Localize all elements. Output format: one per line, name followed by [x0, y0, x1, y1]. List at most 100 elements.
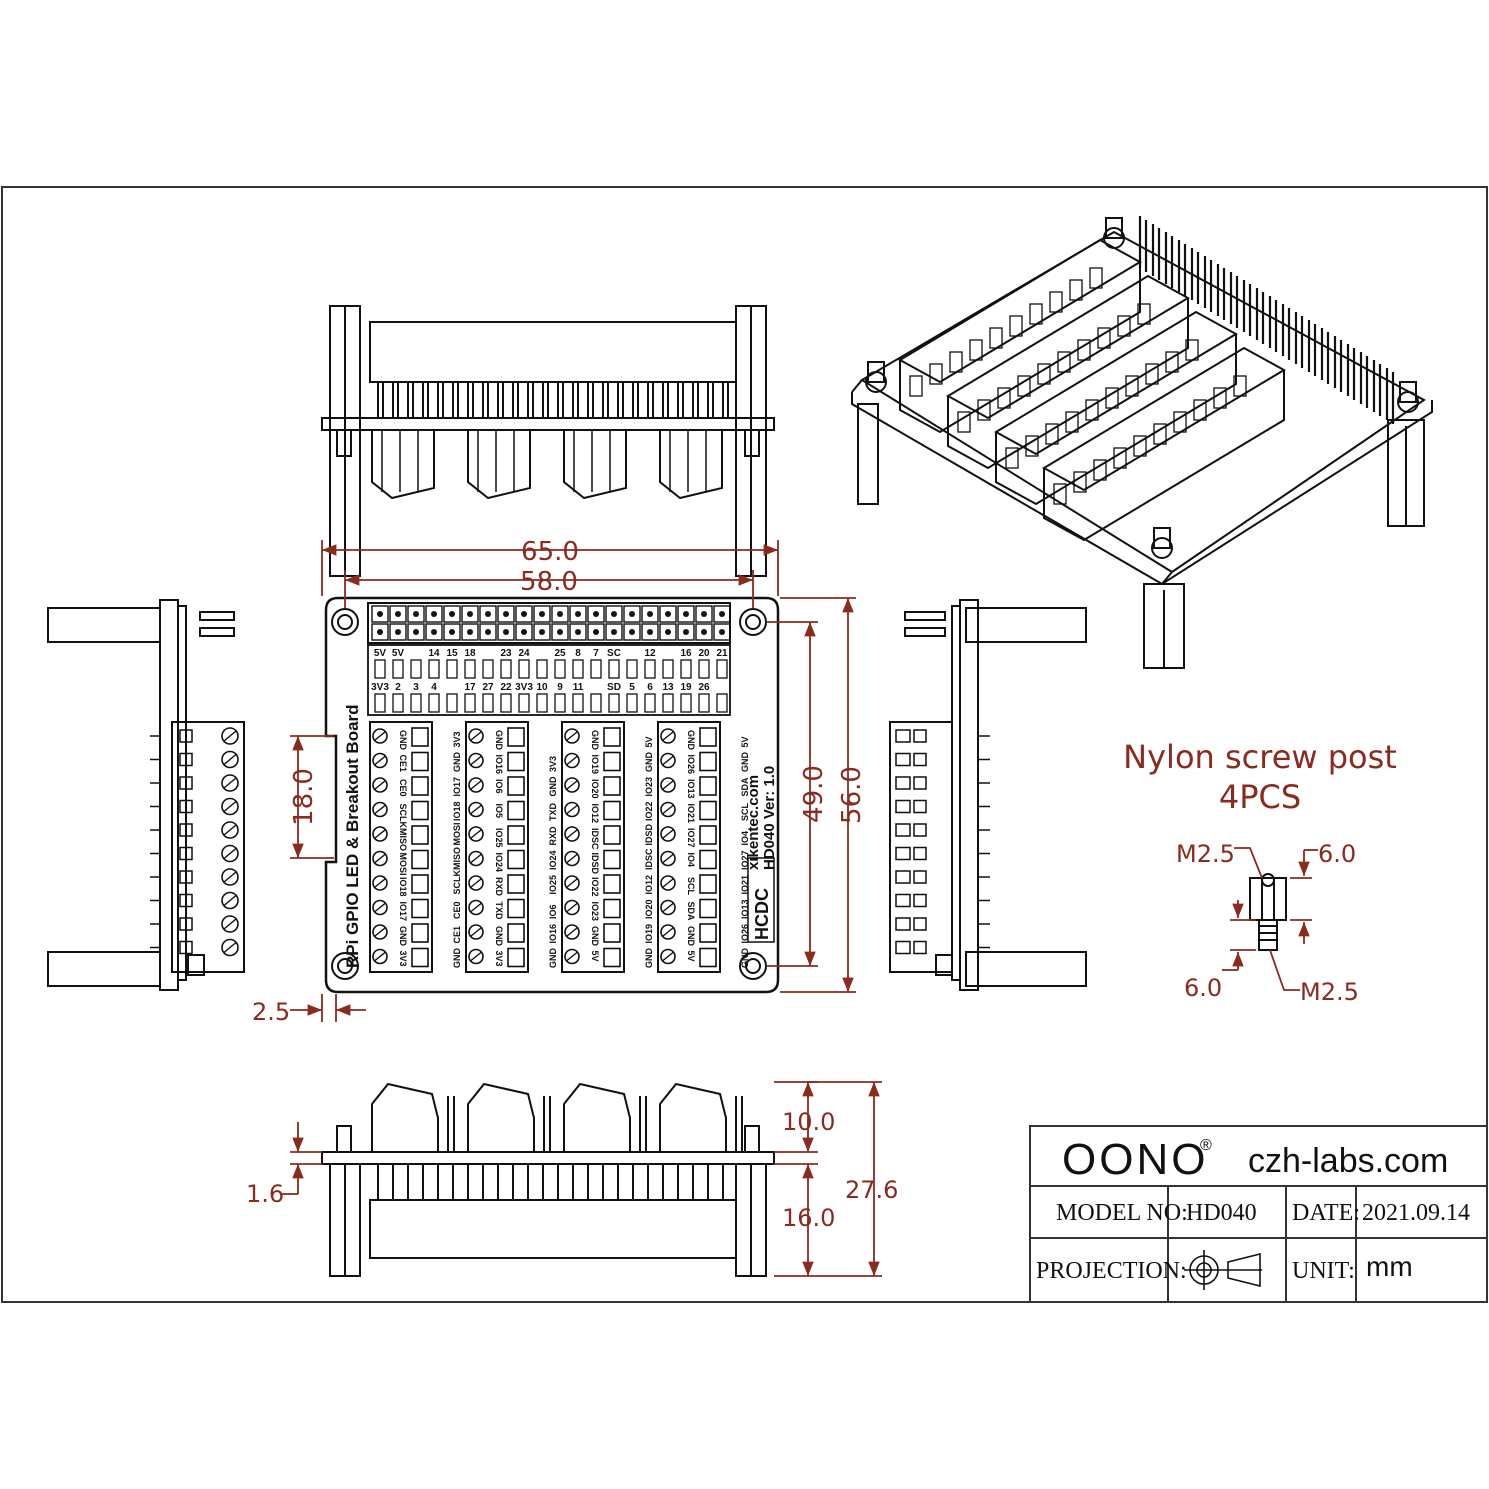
led [536, 659, 548, 679]
screw-icon [221, 750, 239, 769]
board-logo: HCDC [752, 888, 772, 940]
screw-slot [374, 804, 386, 815]
gpio-pin [605, 605, 623, 623]
terminal-label: SDA [686, 902, 696, 922]
terminal-side-shape [371, 1082, 439, 1152]
screw-icon [221, 868, 239, 886]
led [662, 659, 674, 679]
iso-screw [1085, 399, 1099, 421]
iso-screw [1025, 435, 1039, 457]
unit-label: UNIT: [1292, 1258, 1355, 1284]
terminal-side-shape [659, 430, 723, 500]
gpio-pin-hole [431, 629, 437, 635]
screw-icon [564, 801, 580, 818]
led-label-top: 20 [698, 648, 710, 659]
wire-entry [507, 923, 525, 943]
terminal-label: IO23 [590, 902, 600, 922]
led-label-top: 5V [392, 648, 405, 659]
terminal-step [895, 940, 911, 955]
gpio-pin [425, 623, 443, 641]
wire-entry [507, 874, 525, 894]
wire-entry [913, 940, 927, 955]
wire-entry [411, 898, 429, 919]
nylon-post-detail: Nylon screw post 4PCS M2.5 6 [1123, 738, 1397, 1006]
projection-label: PROJECTION: [1036, 1258, 1187, 1284]
terminal-label: GND [398, 926, 408, 947]
nylon-thread-bottom: M2.5 [1300, 978, 1359, 1006]
screw-icon [372, 899, 388, 916]
gpio-pin [551, 605, 569, 623]
screw-slot [470, 902, 482, 913]
screw-slot [470, 878, 482, 888]
gpio-pin [497, 605, 515, 623]
iso-terminal-top [993, 310, 1239, 456]
screw-slot [223, 824, 237, 836]
gpio-pin [677, 623, 695, 641]
led [626, 659, 638, 679]
terminal-side-label: IO19 [644, 924, 654, 944]
wire-entry [913, 752, 927, 767]
screw-icon [372, 924, 388, 940]
led-label-top: 5V [374, 648, 387, 659]
wire-entry [603, 849, 621, 870]
screw-slot [223, 918, 237, 930]
title-block: OONO ® czh-labs.com MODEL NO: HD040 DATE… [1029, 1125, 1488, 1303]
board-title: RPi GPIO LED & Breakout Board [343, 704, 362, 968]
iso-screw [1153, 423, 1167, 445]
screw-icon [660, 948, 676, 965]
led-label-top: 21 [716, 648, 728, 659]
gpio-pin-hole [647, 629, 653, 635]
iso-screw [1037, 363, 1051, 385]
bottom-side-view [321, 1082, 775, 1277]
wire-entry [179, 799, 193, 814]
screw-icon [660, 728, 676, 744]
wire-entry [699, 751, 717, 772]
wire-entry [507, 849, 525, 870]
wire-entry [603, 947, 621, 968]
screw-slot [374, 780, 386, 790]
wire-entry [913, 893, 927, 908]
led [590, 659, 602, 679]
iso-screw [1125, 375, 1139, 397]
gpio-pin [461, 623, 479, 641]
nylon-post-title: Nylon screw post [1123, 738, 1397, 776]
terminal-label: IO13 [686, 779, 696, 799]
led-label-bottom: 22 [500, 682, 512, 693]
drawing-frame [1, 186, 1488, 1303]
led-label-top: 12 [644, 648, 656, 659]
led [500, 693, 512, 713]
screw-slot [374, 902, 386, 913]
terminal-label: GND [398, 730, 408, 751]
screw-slot [470, 927, 482, 937]
wire-entry [913, 917, 927, 931]
iso-screw [1053, 483, 1067, 505]
gpio-pin-hole [665, 611, 671, 617]
iso-screw [1029, 303, 1043, 325]
led-label-top: 14 [428, 648, 440, 659]
terminal-label: IO12 [590, 804, 600, 824]
terminal-step [895, 846, 911, 861]
wire-entry [913, 870, 927, 884]
dim-side-top: 10.0 [782, 1108, 835, 1136]
led-label-top: 16 [680, 648, 692, 659]
terminal-side-label: IO22 [644, 801, 654, 821]
gpio-pin [425, 605, 443, 623]
screw-slot [662, 853, 674, 864]
screw-icon [660, 752, 676, 769]
screw-slot [374, 829, 386, 839]
screw-icon [221, 915, 239, 933]
terminal-side-label: IO24 [548, 850, 558, 870]
led-label-bottom: 3V3 [371, 682, 389, 693]
gpio-pin-hole [521, 611, 527, 617]
gpio-pin-hole [485, 611, 491, 617]
wire-entry [913, 799, 927, 814]
terminal-label: IO18 [398, 877, 408, 897]
screw-icon [660, 801, 676, 818]
wire-entry [411, 825, 429, 845]
iso-screw [989, 327, 1003, 349]
wire-entry [699, 825, 717, 845]
led [446, 659, 458, 679]
terminal-step [895, 729, 911, 743]
gpio-pin-hole [557, 629, 563, 635]
terminal-side-label: IO4 [740, 831, 750, 846]
